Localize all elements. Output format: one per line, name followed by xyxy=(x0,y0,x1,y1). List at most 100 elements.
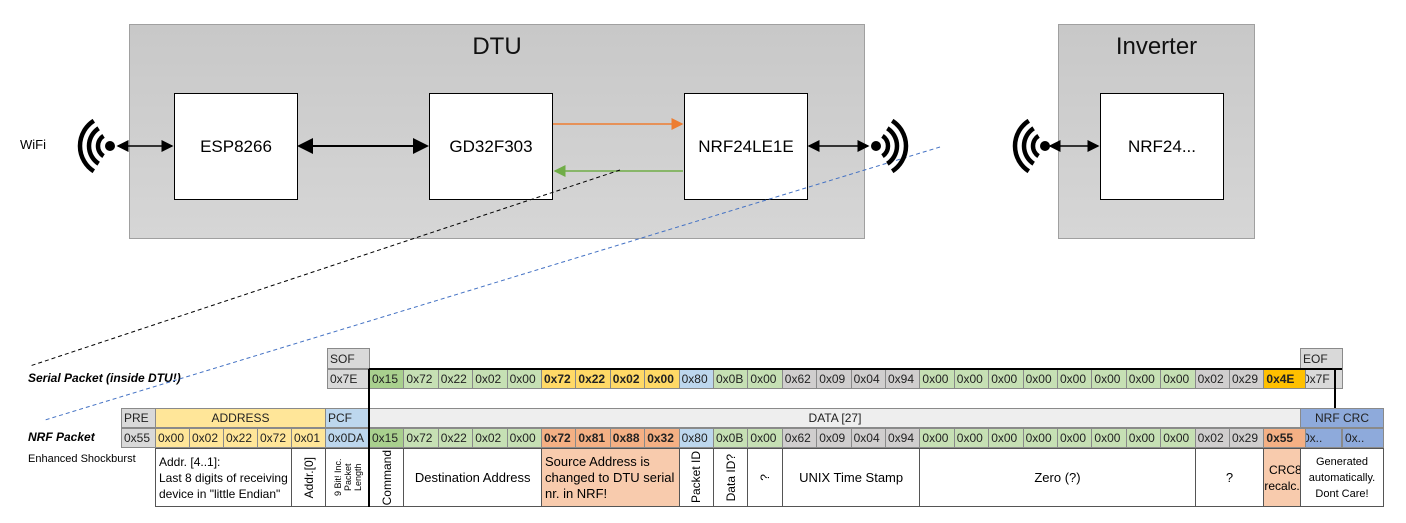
wifi-icon-esp xyxy=(77,118,115,174)
serial-byte-cell: 0x00 xyxy=(1125,369,1162,389)
wifi-label: WiFi xyxy=(20,137,46,152)
nrf-byte-cell: 0x00 xyxy=(1057,428,1093,448)
nrf-byte-cell: 0x00 xyxy=(1125,428,1162,448)
addr0-description: Addr.[0] xyxy=(291,448,326,507)
field-description-text: Zero (?) xyxy=(1034,469,1081,485)
serial-byte-cell: 0x04 xyxy=(850,369,886,389)
address-byte-cell: 0x01 xyxy=(291,428,326,448)
nrf-byte-cell: 0x00 xyxy=(919,428,955,448)
nrf-byte-cell: 0x32 xyxy=(644,428,680,448)
field-description-text: CRC8 recalc. ! xyxy=(1264,462,1307,493)
nrf-byte-cell: 0x55 xyxy=(1263,428,1307,448)
crc-description: Generated automatically. Dont Care! xyxy=(1300,448,1384,507)
pre-value: 0x55 xyxy=(121,428,156,448)
enhanced-shockburst-label: Enhanced Shockburst xyxy=(28,453,136,465)
pcf-text: 9 Bit! Inc. Packet Length xyxy=(332,458,363,497)
nrf-byte-cell: 0x09 xyxy=(816,428,852,448)
serial-byte-cell: 0x94 xyxy=(885,369,921,389)
serial-byte-cell: 0x72 xyxy=(403,369,439,389)
nrf-byte-cell: 0x00 xyxy=(1091,428,1127,448)
address-description: Addr. [4..1]: Last 8 digits of receiving… xyxy=(155,448,292,507)
nrf-byte-cell: 0x72 xyxy=(403,428,439,448)
nrf24le1e-chip: NRF24LE1E xyxy=(684,93,808,200)
address-byte-cell: 0x22 xyxy=(223,428,258,448)
field-description-text: UNIX Time Stamp xyxy=(799,469,904,485)
field-description-text: Source Address is changed to DTU serial … xyxy=(545,453,675,501)
serial-byte-cell: 0x0B xyxy=(713,369,749,389)
field-description: Packet ID xyxy=(678,448,714,507)
serial-byte-cell: 0x00 xyxy=(644,369,680,389)
address-byte-cell: 0x00 xyxy=(155,428,190,448)
serial-byte-cell: 0x62 xyxy=(781,369,818,389)
address-byte-cell: 0x72 xyxy=(257,428,292,448)
serial-byte-cell: 0x00 xyxy=(1160,369,1196,389)
serial-byte-cell: 0x00 xyxy=(953,369,990,389)
serial-byte-cell: 0x29 xyxy=(1229,369,1265,389)
dtu-title: DTU xyxy=(472,33,522,60)
nrf-byte-cell: 0x00 xyxy=(953,428,990,448)
pcf-value: 0x0DA xyxy=(325,428,370,448)
nrf-byte-cell: 0x02 xyxy=(1194,428,1230,448)
serial-byte-cell: 0x00 xyxy=(919,369,955,389)
serial-byte-cell: 0x00 xyxy=(506,369,542,389)
serial-byte-cell: 0x22 xyxy=(575,369,611,389)
eof-value: 0x7F xyxy=(1300,369,1343,389)
nrf-byte-cell: 0x02 xyxy=(472,428,508,448)
field-description: Zero (?) xyxy=(919,448,1196,507)
nrf-crc-byte-cell: 0x.. xyxy=(1342,428,1384,448)
gd32-chip: GD32F303 xyxy=(429,93,553,200)
field-description: ? xyxy=(747,448,783,507)
data-header: DATA [27] xyxy=(369,408,1301,428)
serial-byte-cell: 0x22 xyxy=(437,369,474,389)
pcf-description: 9 Bit! Inc. Packet Length xyxy=(325,448,370,507)
nrf-byte-cell: 0x88 xyxy=(609,428,646,448)
serial-byte-cell: 0x00 xyxy=(1022,369,1058,389)
field-description-text: ? xyxy=(1225,469,1234,485)
serial-byte-cell: 0x02 xyxy=(1194,369,1230,389)
nrf24-inverter-chip: NRF24... xyxy=(1100,93,1224,200)
serial-byte-cell: 0x4E xyxy=(1263,369,1307,389)
pre-header: PRE xyxy=(121,408,156,428)
nrf-byte-cell: 0x00 xyxy=(747,428,783,448)
serial-byte-cell: 0x80 xyxy=(678,369,714,389)
nrf-byte-cell: 0x00 xyxy=(1022,428,1058,448)
nrf-byte-cell: 0x29 xyxy=(1229,428,1265,448)
serial-byte-cell: 0x02 xyxy=(609,369,646,389)
address-header: ADDRESS xyxy=(155,408,326,428)
nrf-byte-cell: 0x04 xyxy=(850,428,886,448)
serial-byte-cell: 0x09 xyxy=(816,369,852,389)
nrf-byte-cell: 0x0B xyxy=(713,428,749,448)
nrf-byte-cell: 0x81 xyxy=(575,428,611,448)
esp8266-chip: ESP8266 xyxy=(174,93,298,200)
pcf-header: PCF xyxy=(325,408,370,428)
nrf-byte-cell: 0x94 xyxy=(885,428,921,448)
field-description-text: Destination Address xyxy=(414,469,531,485)
nrf-byte-cell: 0x62 xyxy=(781,428,818,448)
nrf-byte-cell: 0x15 xyxy=(369,428,405,448)
inverter-title: Inverter xyxy=(1115,33,1198,60)
eof-header: EOF xyxy=(1300,348,1343,369)
nrf-byte-cell: 0x00 xyxy=(506,428,542,448)
field-description: Destination Address xyxy=(403,448,542,507)
field-description: UNIX Time Stamp xyxy=(781,448,921,507)
serial-packet-label: Serial Packet (inside DTU!) xyxy=(28,371,181,385)
wifi-icon-inverter xyxy=(1012,118,1050,174)
serial-byte-cell: 0x00 xyxy=(1057,369,1093,389)
sof-header: SOF xyxy=(327,348,370,369)
nrf-byte-cell: 0x22 xyxy=(437,428,474,448)
serial-byte-cell: 0x00 xyxy=(747,369,783,389)
address-byte-cell: 0x02 xyxy=(189,428,224,448)
nrf-byte-cell: 0x00 xyxy=(988,428,1024,448)
wifi-icon-nrf xyxy=(871,118,909,174)
sof-value: 0x7E xyxy=(327,369,370,389)
nrf-crc-header: NRF CRC xyxy=(1300,408,1384,428)
serial-byte-cell: 0x72 xyxy=(541,369,577,389)
serial-byte-cell: 0x00 xyxy=(1091,369,1127,389)
nrf-byte-cell: 0x80 xyxy=(678,428,714,448)
serial-byte-cell: 0x15 xyxy=(369,369,405,389)
field-description-text: ? xyxy=(758,474,773,481)
field-description-text: Command xyxy=(379,449,394,506)
serial-byte-cell: 0x02 xyxy=(472,369,508,389)
field-description: ? xyxy=(1194,448,1265,507)
addr0-text: Addr.[0] xyxy=(301,456,316,499)
